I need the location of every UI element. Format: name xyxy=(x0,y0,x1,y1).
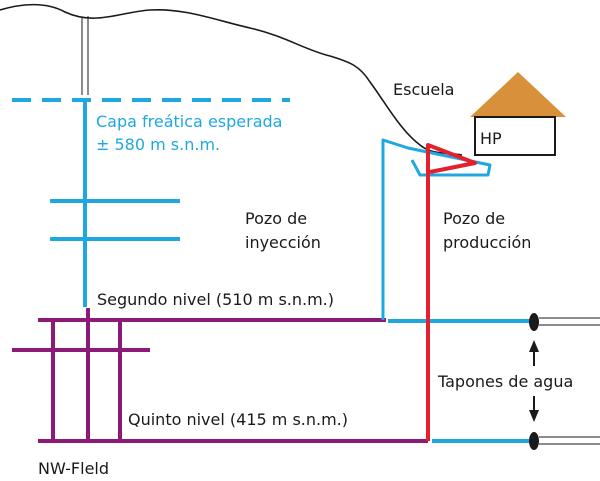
school-label: Escuela xyxy=(393,80,454,99)
school-building xyxy=(474,116,556,156)
arrow-down-icon xyxy=(529,410,539,422)
fifth-level-label: Quinto nivel (415 m s.n.m.) xyxy=(128,410,348,429)
school-roof xyxy=(470,72,566,117)
water-plug-upper xyxy=(529,313,539,331)
water-plugs-label: Tapones de agua xyxy=(437,372,573,391)
injection-well-label-2: inyección xyxy=(245,233,321,252)
water-table-label-2: ± 580 m s.n.m. xyxy=(96,135,220,154)
water-table-label-1: Capa freática esperada xyxy=(96,112,282,131)
terrain-surface xyxy=(0,3,463,156)
arrow-up-icon xyxy=(529,340,539,352)
heat-pump-label: HP xyxy=(480,129,502,148)
second-level-label: Segundo nivel (510 m s.n.m.) xyxy=(97,290,334,309)
water-plug-lower xyxy=(529,432,539,450)
injection-well-label-1: Pozo de xyxy=(245,209,307,228)
production-well-label-2: producción xyxy=(443,233,531,252)
production-well-pipe xyxy=(426,143,477,441)
field-label: NW-Fleld xyxy=(38,459,109,478)
production-well-label-1: Pozo de xyxy=(443,209,505,228)
injection-well-pipe xyxy=(381,138,492,320)
